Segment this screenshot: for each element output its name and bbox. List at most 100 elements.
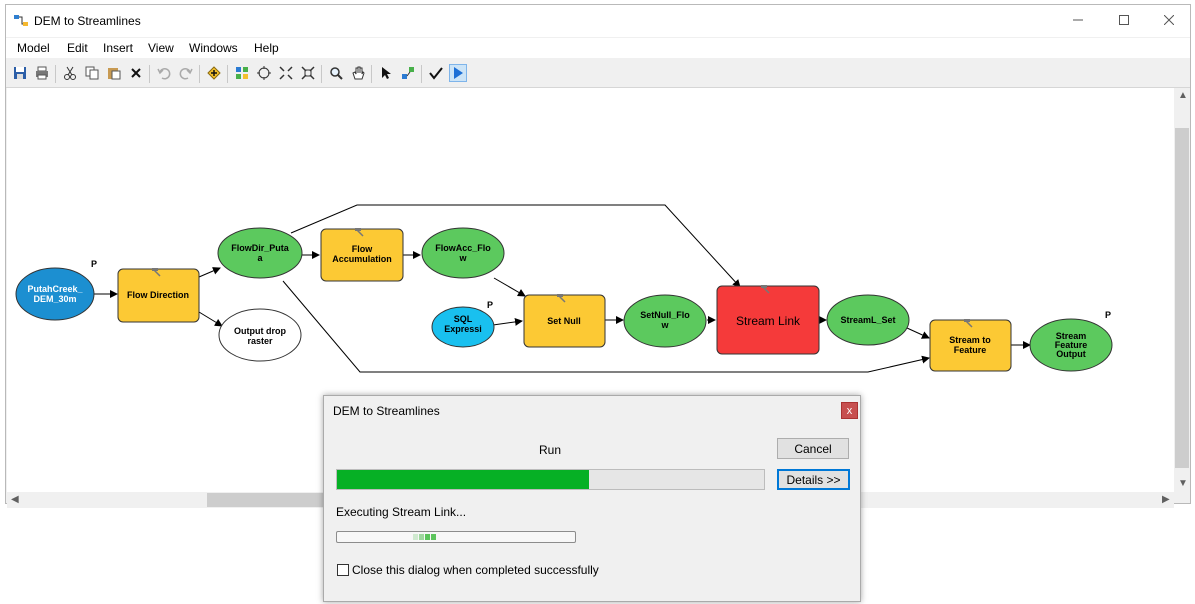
dialog-close-button[interactable]: x: [841, 402, 858, 419]
tool-stream-to-feature[interactable]: Stream to Feature: [929, 319, 1012, 372]
node-label: Stream: [1056, 331, 1087, 341]
menu-view[interactable]: View: [148, 41, 174, 55]
node-label: Feature: [954, 345, 987, 355]
variable-sql-expression[interactable]: SQL Expressi P: [431, 300, 495, 348]
node-label: w: [660, 320, 669, 330]
connector-lines: [91, 204, 1031, 373]
output-streaml[interactable]: StreamL_Set: [826, 294, 910, 346]
node-label: SQL: [454, 314, 473, 324]
fixed-zoom-out-icon[interactable]: [299, 64, 317, 82]
tool-flow-accumulation[interactable]: Flow Accumulation: [320, 228, 404, 282]
node-putahcreek-dem[interactable]: PutahCreek_ DEM_30m P: [15, 259, 97, 321]
maximize-icon[interactable]: [1101, 5, 1147, 35]
parameter-marker: P: [1105, 310, 1111, 320]
vertical-scroll-thumb[interactable]: [1175, 128, 1189, 468]
vertical-scrollbar[interactable]: ▲ ▼: [1174, 88, 1190, 492]
activity-indicator: [336, 531, 576, 543]
undo-icon[interactable]: [155, 64, 173, 82]
scroll-up-icon[interactable]: ▲: [1178, 90, 1188, 101]
hammer-icon: [355, 228, 364, 237]
tool-set-null[interactable]: Set Null: [523, 294, 606, 348]
parameter-marker: P: [91, 259, 97, 269]
tool-flow-direction[interactable]: Flow Direction: [117, 268, 200, 323]
output-setnull[interactable]: SetNull_Flo w: [623, 294, 707, 348]
output-flowacc[interactable]: FlowAcc_Flo w: [421, 227, 505, 279]
full-extent-icon[interactable]: [255, 64, 273, 82]
hammer-icon: [152, 268, 161, 277]
validate-icon[interactable]: [427, 64, 445, 82]
hammer-icon: [761, 285, 770, 294]
menu-edit[interactable]: Edit: [67, 41, 88, 55]
close-icon[interactable]: [1146, 5, 1192, 35]
zoom-icon[interactable]: [327, 64, 345, 82]
close-on-complete-checkbox[interactable]: [337, 564, 349, 576]
node-label: Accumulation: [332, 254, 392, 264]
node-label: Flow Direction: [127, 290, 189, 300]
minimize-icon[interactable]: [1055, 5, 1101, 35]
node-label: Set Null: [547, 316, 581, 326]
toolbar-separator: [371, 65, 372, 83]
redo-icon[interactable]: [177, 64, 195, 82]
progress-dialog: DEM to Streamlines x Run Cancel Details …: [323, 395, 861, 602]
node-label: a: [257, 253, 263, 263]
select-icon[interactable]: [377, 64, 395, 82]
run-progress-bar: [336, 469, 765, 490]
parameter-marker: P: [487, 300, 493, 310]
menu-help[interactable]: Help: [254, 41, 279, 55]
menu-model[interactable]: Model: [17, 41, 50, 55]
menu-bar: Model Edit Insert View Windows Help: [6, 38, 1190, 58]
toolbar-separator: [55, 65, 56, 83]
pan-icon[interactable]: [349, 64, 367, 82]
menu-insert[interactable]: Insert: [103, 41, 134, 55]
scroll-left-icon[interactable]: ◀: [11, 494, 19, 505]
node-label: SetNull_Flo: [640, 310, 690, 320]
scroll-down-icon[interactable]: ▼: [1178, 478, 1188, 489]
node-label: Expressi: [444, 324, 482, 334]
node-label: raster: [247, 336, 273, 346]
window-title: DEM to Streamlines: [34, 14, 141, 28]
menu-windows[interactable]: Windows: [189, 41, 238, 55]
node-label: DEM_30m: [33, 294, 76, 304]
dialog-title: DEM to Streamlines: [333, 404, 440, 418]
paste-icon[interactable]: [105, 64, 123, 82]
node-label: Output: [1056, 349, 1086, 359]
output-drop-raster[interactable]: Output drop raster: [218, 308, 302, 362]
tool-stream-link[interactable]: Stream Link: [716, 285, 820, 355]
run-icon[interactable]: [449, 64, 467, 82]
progress-fill: [337, 470, 589, 489]
toolbar-separator: [199, 65, 200, 83]
toolbar-separator: [149, 65, 150, 83]
model-icon: [13, 13, 29, 32]
toolbar-separator: [421, 65, 422, 83]
toolbar: [6, 61, 1190, 88]
hammer-icon: [557, 294, 566, 303]
node-label: Flow: [352, 244, 373, 254]
hammer-icon: [964, 319, 973, 328]
print-icon[interactable]: [33, 64, 51, 82]
connect-icon[interactable]: [399, 64, 417, 82]
node-label: w: [458, 253, 467, 263]
node-label: StreamL_Set: [840, 315, 895, 325]
add-data-icon[interactable]: [205, 64, 223, 82]
toolbar-separator: [227, 65, 228, 83]
cut-icon[interactable]: [61, 64, 79, 82]
node-label: PutahCreek_: [27, 284, 83, 294]
run-status: Run: [539, 443, 562, 457]
output-stream-feature[interactable]: Stream Feature Output P: [1029, 310, 1113, 372]
auto-layout-icon[interactable]: [233, 64, 251, 82]
fixed-zoom-in-icon[interactable]: [277, 64, 295, 82]
save-icon[interactable]: [11, 64, 29, 82]
node-label: FlowDir_Puta: [231, 243, 290, 253]
details-button[interactable]: Details >>: [777, 469, 850, 490]
node-label: Stream to: [949, 335, 991, 345]
copy-icon[interactable]: [83, 64, 101, 82]
toolbar-separator: [321, 65, 322, 83]
node-label: Feature: [1055, 340, 1088, 350]
node-label: Stream Link: [736, 314, 801, 328]
scroll-right-icon[interactable]: ▶: [1162, 494, 1170, 505]
delete-icon[interactable]: [127, 64, 145, 82]
output-flowdir[interactable]: FlowDir_Puta a: [217, 227, 303, 279]
cancel-button[interactable]: Cancel: [777, 438, 849, 459]
node-label: Output drop: [234, 326, 286, 336]
executing-text: Executing Stream Link...: [336, 505, 467, 519]
